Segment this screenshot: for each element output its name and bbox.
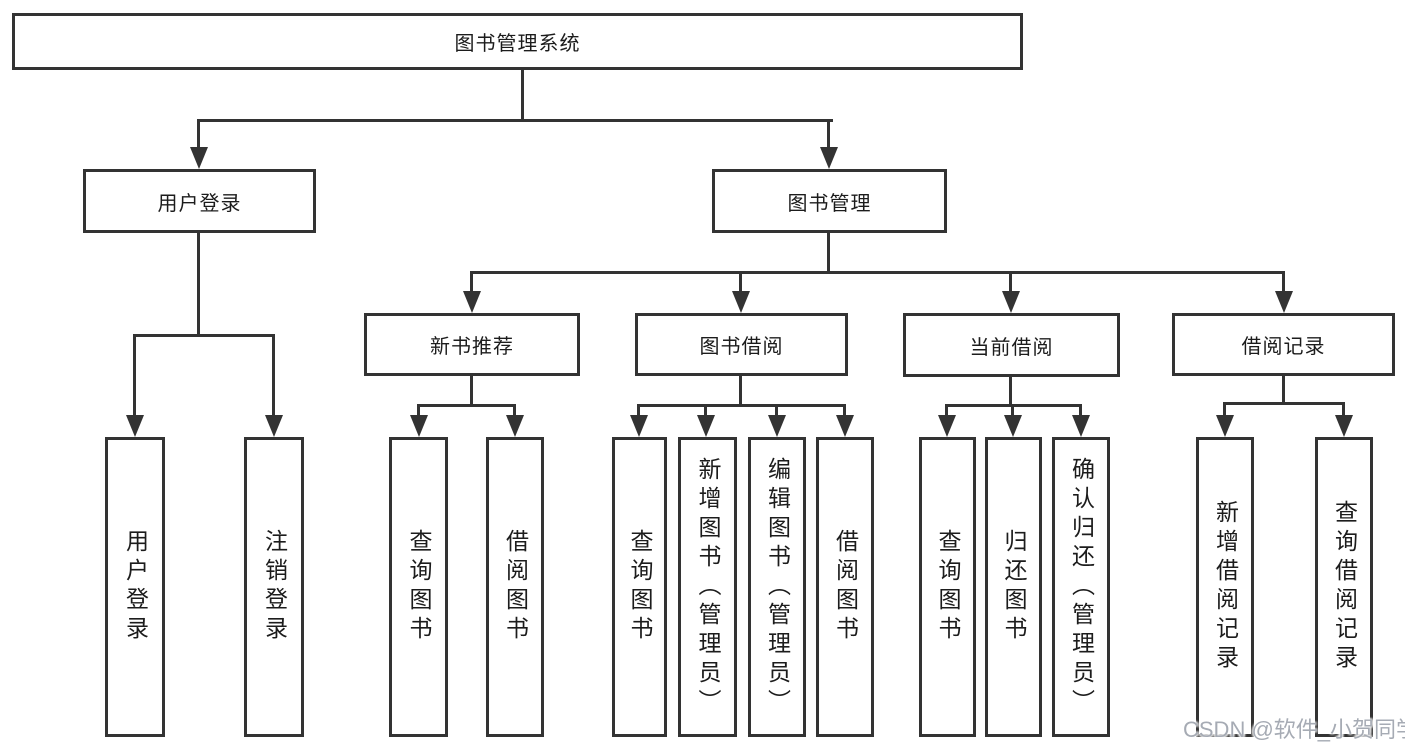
leaf-logout: 注销登录	[244, 437, 304, 737]
connector-root-branch	[197, 119, 833, 122]
arrowhead-borrow-records	[1275, 291, 1293, 313]
leaf-add-borrow-record: 新增借阅记录	[1196, 437, 1254, 737]
leaf-edit-books-admin-label: 编辑图书（管理员）	[764, 456, 791, 718]
arrowhead-leaf-cb-return	[1004, 415, 1022, 437]
connector-to-leaf-cb-query	[945, 404, 948, 418]
connector-to-leaf-bb-edit	[775, 404, 778, 418]
node-book-management-label: 图书管理	[787, 192, 872, 215]
leaf-logout-label: 注销登录	[261, 529, 288, 645]
connector-user-trunk	[197, 231, 200, 336]
arrowhead-current-borrow	[1002, 291, 1020, 313]
leaf-return-books: 归还图书	[985, 437, 1042, 737]
leaf-borrow-books: 借阅图书	[816, 437, 874, 737]
connector-to-leaf-cb-confirm	[1079, 404, 1082, 418]
node-new-book-recommend: 新书推荐	[364, 313, 580, 376]
leaf-add-borrow-record-label: 新增借阅记录	[1212, 500, 1239, 674]
connector-to-leaf-bb-borrow	[843, 404, 846, 418]
connector-to-leaf-logout	[272, 334, 275, 418]
arrowhead-user-login	[190, 147, 208, 169]
connector-root-trunk	[521, 68, 524, 121]
arrowhead-book-borrow	[732, 291, 750, 313]
connector-to-leaf-cb-return	[1011, 404, 1014, 418]
connector-currentborrow-trunk	[1009, 375, 1012, 406]
connector-mgmt-trunk	[827, 231, 830, 273]
arrowhead-leaf-nb-query	[410, 415, 428, 437]
arrowhead-leaf-rec-query	[1335, 415, 1353, 437]
leaf-query-books-recommend: 查询图书	[389, 437, 448, 737]
arrowhead-new-book	[463, 291, 481, 313]
arrowhead-leaf-nb-borrow	[506, 415, 524, 437]
connector-to-new-book	[470, 271, 473, 295]
arrowhead-leaf-bb-borrow	[836, 415, 854, 437]
leaf-confirm-return-admin: 确认归还（管理员）	[1052, 437, 1110, 737]
leaf-borrow-books-recommend-label: 借阅图书	[502, 529, 529, 645]
leaf-query-books-borrow-label: 查询图书	[627, 529, 653, 645]
node-book-borrow-label: 图书借阅	[699, 336, 784, 358]
arrowhead-leaf-bb-query	[630, 415, 648, 437]
connector-to-book-management	[827, 119, 830, 151]
arrowhead-leaf-bb-edit	[768, 415, 786, 437]
connector-to-leaf-nb-query	[417, 404, 420, 418]
node-book-management: 图书管理	[712, 169, 947, 233]
connector-to-book-borrow	[739, 271, 742, 295]
leaf-query-books-borrow: 查询图书	[612, 437, 667, 737]
leaf-user-login: 用户登录	[105, 437, 165, 737]
leaf-query-borrow-record: 查询借阅记录	[1315, 437, 1373, 737]
connector-to-leaf-nb-borrow	[513, 404, 516, 418]
leaf-return-books-label: 归还图书	[1001, 529, 1027, 645]
leaf-user-login-label: 用户登录	[122, 529, 149, 645]
connector-newbook-trunk	[470, 374, 473, 406]
connector-bookborrow-branch	[637, 404, 846, 407]
connector-to-current-borrow	[1009, 271, 1012, 295]
node-borrow-records-label: 借阅记录	[1241, 336, 1326, 358]
node-current-borrow: 当前借阅	[903, 313, 1120, 377]
leaf-edit-books-admin: 编辑图书（管理员）	[748, 437, 806, 737]
connector-to-leaf-rec-add	[1223, 402, 1226, 418]
watermark-text: CSDN @软件_小贺同学	[1183, 717, 1405, 742]
connector-records-trunk	[1282, 374, 1285, 404]
connector-to-user-login	[197, 119, 200, 151]
node-root-label: 图书管理系统	[454, 33, 581, 55]
node-new-book-recommend-label: 新书推荐	[430, 336, 514, 358]
node-borrow-records: 借阅记录	[1172, 313, 1395, 376]
arrowhead-leaf-user-login	[126, 415, 144, 437]
leaf-query-books-current-label: 查询图书	[935, 529, 961, 645]
connector-newbook-branch	[417, 404, 516, 407]
connector-to-leaf-user-login	[133, 334, 136, 418]
node-current-borrow-label: 当前借阅	[969, 336, 1054, 359]
leaf-borrow-books-label: 借阅图书	[832, 529, 859, 645]
connector-to-leaf-bb-query	[637, 404, 640, 418]
leaf-query-books-recommend-label: 查询图书	[406, 529, 432, 645]
arrowhead-book-management	[820, 147, 838, 169]
connector-to-leaf-rec-query	[1342, 402, 1345, 418]
leaf-query-books-current: 查询图书	[919, 437, 976, 737]
leaf-add-books-admin: 新增图书（管理员）	[678, 437, 737, 737]
leaf-query-borrow-record-label: 查询借阅记录	[1331, 500, 1358, 674]
connector-user-branch	[133, 334, 275, 337]
connector-to-borrow-records	[1282, 271, 1285, 295]
connector-to-leaf-bb-add	[704, 404, 707, 418]
node-user-login: 用户登录	[83, 169, 316, 233]
node-book-borrow: 图书借阅	[635, 313, 848, 376]
leaf-confirm-return-admin-label: 确认归还（管理员）	[1068, 456, 1095, 718]
leaf-borrow-books-recommend: 借阅图书	[486, 437, 544, 737]
connector-mgmt-branch	[470, 271, 1285, 274]
node-user-login-label: 用户登录	[157, 192, 242, 215]
arrowhead-leaf-cb-query	[938, 415, 956, 437]
node-root: 图书管理系统	[12, 13, 1023, 70]
connector-bookborrow-trunk	[739, 374, 742, 406]
arrowhead-leaf-rec-add	[1216, 415, 1234, 437]
arrowhead-leaf-bb-add	[697, 415, 715, 437]
connector-records-branch	[1223, 402, 1345, 405]
arrowhead-leaf-cb-confirm	[1072, 415, 1090, 437]
leaf-add-books-admin-label: 新增图书（管理员）	[695, 456, 721, 718]
arrowhead-leaf-logout	[265, 415, 283, 437]
